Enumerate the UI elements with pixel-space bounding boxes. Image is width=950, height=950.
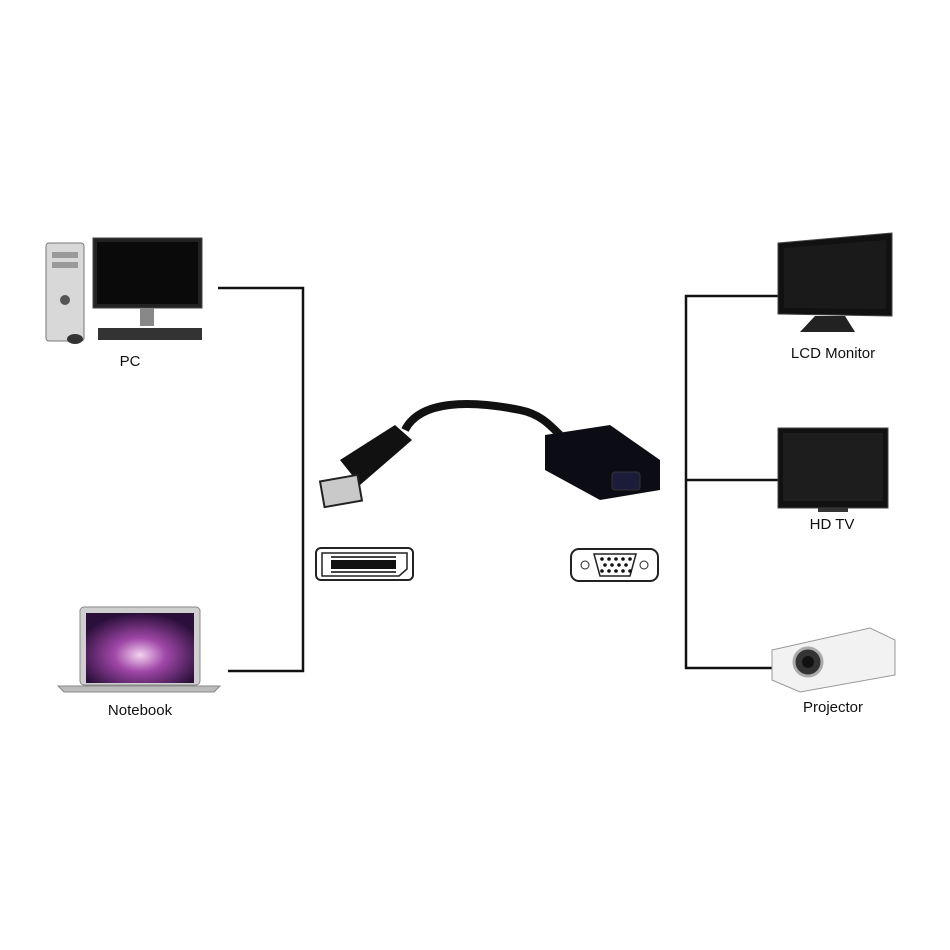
projector-icon <box>771 627 896 693</box>
hd-tv-icon <box>777 427 889 512</box>
lcd-monitor-icon <box>777 232 893 332</box>
displayport-icon <box>315 547 414 581</box>
vga-icon <box>570 548 659 582</box>
projector-label: Projector <box>802 699 864 716</box>
pc-icon <box>45 237 203 344</box>
displayport-to-vga-adapter <box>318 400 660 509</box>
notebook-icon <box>56 606 222 693</box>
left-connector-lines <box>218 286 305 673</box>
notebook-label: Notebook <box>107 702 173 719</box>
lcd-monitor-label: LCD Monitor <box>790 345 876 362</box>
right-connector-lines <box>684 294 778 670</box>
pc-label: PC <box>119 353 141 370</box>
hd-tv-label: HD TV <box>809 516 855 533</box>
